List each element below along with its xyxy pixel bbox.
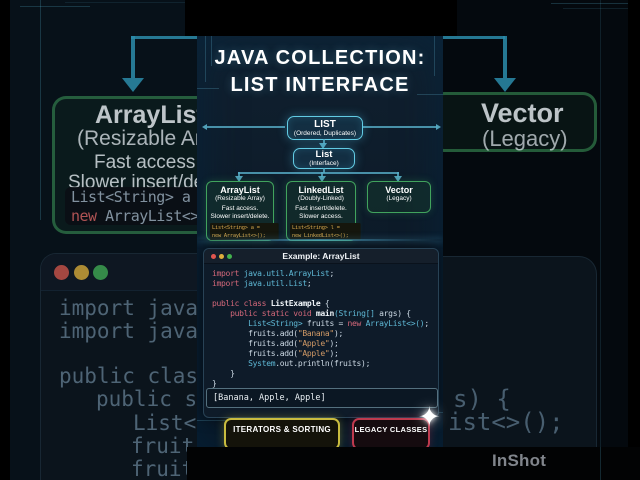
backdrop-code-line: public class — [59, 364, 197, 388]
arrow-down-icon — [319, 143, 327, 149]
node-subtitle: (Interface) — [309, 160, 339, 167]
backdrop-code-line: List<S — [133, 411, 197, 435]
circuit-line — [600, 447, 601, 480]
example-window-titlebar: Example: ArrayList — [204, 249, 438, 264]
backdrop-left: ArrayList (Resizable Array) Fast access.… — [10, 0, 197, 480]
box-linkedlist: LinkedList (Doubly-Linked) Fast insert/d… — [286, 181, 361, 241]
page-title-line1: JAVA COLLECTION: — [214, 47, 426, 69]
circuit-line — [551, 3, 630, 4]
backdrop-editor-window: import java.u import java.u public class… — [40, 253, 197, 480]
node-list-root: LIST (Ordered, Duplicates) — [287, 116, 363, 140]
sparkle-icon: ✦ — [418, 402, 441, 432]
circuit-line — [65, 2, 195, 3]
node-list-interface: List (Interface) — [293, 148, 355, 169]
backdrop-code-fragment: s) { — [453, 385, 511, 413]
box-title: Vector — [385, 184, 413, 195]
backdrop-vector-subtitle: (Legacy) — [482, 126, 568, 151]
arrow-down-icon — [234, 176, 243, 182]
backdrop-code-box: List<String> a =new ArrayList<>() — [65, 187, 197, 225]
connector — [321, 172, 323, 177]
box-trait: Fast access. — [221, 205, 259, 212]
backdrop-vector-title: Vector — [481, 98, 564, 128]
backdrop-code-fragment: ist<>(); — [448, 408, 564, 436]
box-code-snippet: List<String> l =new LinkedList<>(); — [290, 223, 361, 241]
maximize-icon — [227, 253, 232, 259]
backdrop-code-line: fruit — [131, 434, 195, 458]
connector — [397, 172, 399, 177]
box-trait: Fast insert/delete. — [295, 205, 347, 212]
circuit-line — [600, 0, 601, 480]
backdrop-code-line: public st — [96, 387, 197, 411]
example-window-title: Example: ArrayList — [282, 251, 360, 261]
backdrop-code-line: import java.u — [59, 296, 197, 320]
box-title: LinkedList — [298, 184, 344, 195]
circuit-line — [205, 36, 206, 82]
arrow-down-icon — [317, 176, 326, 182]
box-trait: Slower access. — [299, 212, 343, 220]
backdrop-arraylist-box: ArrayList (Resizable Array) Fast access.… — [52, 96, 197, 234]
box-title: ArrayList — [220, 184, 260, 195]
section-divider — [197, 239, 443, 241]
bottom-letterbox — [187, 447, 640, 480]
circuit-line — [563, 8, 630, 9]
program-output: [Banana, Apple, Apple] — [206, 388, 438, 408]
backdrop-arraylist-line1: Fast access. — [94, 152, 197, 173]
example-code: import java.util.ArrayList;import java.u… — [212, 269, 429, 388]
maximize-icon — [93, 265, 108, 280]
connector — [323, 168, 325, 173]
arrow-down-icon — [122, 78, 144, 92]
left-black-bar — [0, 0, 10, 480]
circuit-line — [40, 0, 41, 220]
box-subtitle: (Legacy) — [386, 194, 412, 202]
arrow-left-icon — [202, 123, 207, 130]
flow-arrow — [443, 36, 505, 39]
box-code-snippet: List<String> a =new ArrayList<>(); — [210, 223, 279, 241]
backdrop-code-line: fruit — [131, 457, 195, 480]
box-subtitle: (Resizable Array) — [215, 194, 265, 202]
circuit-line — [197, 420, 227, 421]
box-vector: Vector (Legacy) — [367, 181, 431, 213]
connector — [363, 126, 437, 128]
backdrop-code-line: import java.u — [59, 319, 197, 343]
circuit-line — [20, 6, 90, 7]
box-arraylist: ArrayList (Resizable Array) Fast access.… — [206, 181, 279, 241]
circuit-line — [434, 36, 435, 76]
connector — [238, 172, 399, 174]
page-title-line2: LIST INTERFACE — [230, 74, 410, 96]
box-subtitle: (Doubly-Linked) — [298, 194, 344, 202]
circuit-line — [417, 94, 443, 95]
legacy-classes-button[interactable]: LEGACY CLASSES — [352, 418, 430, 447]
backdrop-arraylist-title: ArrayList — [95, 101, 197, 129]
backdrop-editor-titlebar — [41, 254, 197, 291]
arrow-right-icon — [436, 123, 441, 130]
connector — [238, 172, 240, 177]
flow-arrow — [503, 36, 507, 78]
minimize-icon — [74, 265, 89, 280]
backdrop-arraylist-subtitle: (Resizable Array) — [77, 127, 197, 150]
node-title: LIST — [314, 119, 336, 130]
connector — [323, 139, 325, 144]
backdrop-editor-window-right: s) { ist<>(); — [443, 256, 597, 480]
right-black-bar — [628, 0, 640, 480]
box-trait: Slower insert/delete. — [210, 212, 270, 220]
backdrop-vector-box: Vector (Legacy) — [443, 92, 597, 152]
node-title: List — [315, 149, 333, 160]
top-letterbox — [185, 0, 457, 36]
flow-arrow — [131, 36, 135, 78]
circuit-line — [211, 36, 212, 66]
inshot-watermark: InShot — [492, 451, 547, 470]
connector — [207, 126, 285, 128]
infographic-panel: JAVA COLLECTION: LIST INTERFACE LIST (Or… — [197, 36, 443, 447]
backdrop-right: Vector (Legacy) s) { ist<>(); — [443, 0, 630, 480]
iterators-sorting-button[interactable]: ITERATORS & SORTING — [224, 418, 340, 447]
circuit-line — [197, 88, 219, 89]
backdrop-code: List<String> a =new ArrayList<>() — [71, 188, 197, 225]
flow-arrow — [131, 36, 197, 39]
arrow-down-icon — [393, 176, 402, 182]
close-icon — [54, 265, 69, 280]
close-icon — [211, 253, 216, 259]
node-subtitle: (Ordered, Duplicates) — [293, 130, 357, 137]
arrow-down-icon — [494, 78, 516, 92]
minimize-icon — [219, 253, 224, 259]
